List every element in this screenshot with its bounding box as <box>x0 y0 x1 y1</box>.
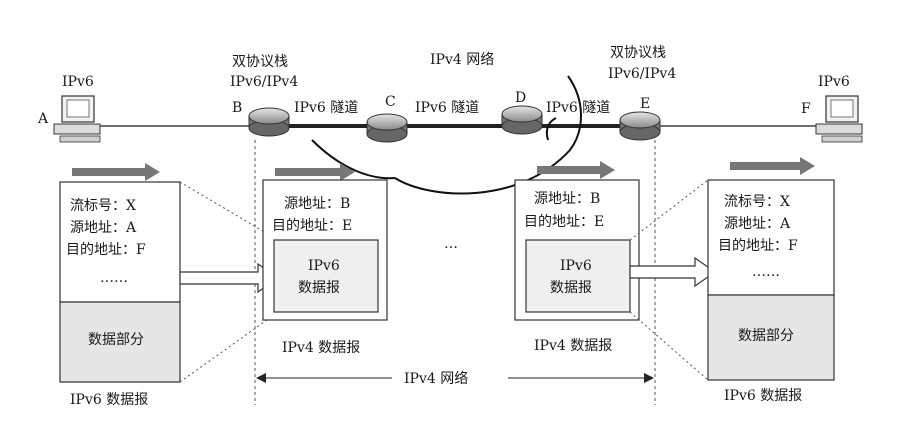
flow-arrow-icon <box>275 163 355 181</box>
router-e: E 双协议栈 IPv6/IPv4 <box>608 45 676 141</box>
router-b-label-line2: IPv6/IPv4 <box>230 74 298 90</box>
ipv4-cloud-outline <box>311 75 582 195</box>
ipv4-packet-1-dst: 目的地址：E <box>272 218 352 234</box>
ipv4-packet-2-caption: IPv4 数据报 <box>534 338 612 354</box>
router-c-letter: C <box>385 94 396 110</box>
ipv4-span-indicator: IPv4 网络 <box>256 371 654 387</box>
right-ipv6-caption: IPv6 数据报 <box>724 388 802 404</box>
middle-ellipsis: … <box>444 236 458 252</box>
left-ipv6-src: 源地址：A <box>70 220 137 236</box>
expansion-lines-left <box>179 181 279 383</box>
host-f-label: IPv6 <box>818 74 850 90</box>
router-d: D <box>501 90 543 135</box>
ipv4-span-label: IPv4 网络 <box>404 371 468 387</box>
host-f: F IPv6 <box>801 74 863 143</box>
router-icon <box>619 111 661 129</box>
left-ipv6-payload: 数据部分 <box>88 332 144 348</box>
right-ipv6-flow: 流标号：X <box>724 194 790 210</box>
host-a-label: IPv6 <box>62 74 94 90</box>
router-icon <box>501 105 543 123</box>
right-ipv6-payload: 数据部分 <box>738 328 794 344</box>
ipv4-packet-1: 源地址：B 目的地址：E IPv6 数据报 IPv4 数据报 <box>262 179 388 356</box>
router-b-label-line1: 双协议栈 <box>232 54 288 70</box>
router-icon <box>366 113 408 131</box>
right-ipv6-ellipsis: …… <box>752 264 780 280</box>
left-ipv6-caption: IPv6 数据报 <box>70 392 148 408</box>
tunnel-label-de: IPv6 隧道 <box>546 100 610 116</box>
host-a-letter: A <box>37 111 49 127</box>
left-ipv6-flow: 流标号：X <box>70 198 136 214</box>
ipv4-packet-2-inner-line1: IPv6 <box>560 258 592 274</box>
flow-arrows <box>72 157 815 181</box>
expansion-lines-right <box>629 179 709 381</box>
host-f-letter: F <box>801 101 811 117</box>
right-ipv6-src: 源地址：A <box>724 216 791 232</box>
flow-arrow-icon <box>72 163 160 181</box>
ipv4-packet-2-src: 源地址：B <box>534 191 600 207</box>
left-ipv6-dst: 目的地址：F <box>66 242 146 258</box>
ipv4-packet-2-inner-line2: 数据报 <box>550 280 592 296</box>
router-e-label-line1: 双协议栈 <box>610 45 666 61</box>
router-b-letter: B <box>232 100 242 116</box>
ipv4-packet-1-inner-line1: IPv6 <box>308 258 340 274</box>
ipv4-cloud-label: IPv4 网络 <box>430 52 494 68</box>
left-ipv6-ellipsis: …… <box>100 270 128 286</box>
host-a: A IPv6 <box>37 74 101 143</box>
left-ipv6-packet: 流标号：X 源地址：A 目的地址：F …… 数据部分 IPv6 数据报 <box>59 181 181 408</box>
flow-arrow-icon <box>537 161 615 179</box>
right-ipv6-packet: 流标号：X 源地址：A 目的地址：F …… 数据部分 IPv6 数据报 <box>707 179 835 404</box>
ipv4-packet-1-src: 源地址：B <box>284 196 350 212</box>
flow-arrow-icon <box>730 157 815 175</box>
router-e-letter: E <box>640 96 650 112</box>
tunnel-label-cd: IPv6 隧道 <box>415 100 479 116</box>
router-e-label-line2: IPv6/IPv4 <box>608 66 676 82</box>
ipv4-packet-1-inner-line2: 数据报 <box>298 280 340 296</box>
ipv4-packet-2: 源地址：B 目的地址：E IPv6 数据报 IPv4 数据报 <box>514 179 640 354</box>
hollow-arrow-icon <box>629 256 717 288</box>
router-b: B 双协议栈 IPv6/IPv4 <box>230 54 298 137</box>
ipv4-packet-1-caption: IPv4 数据报 <box>282 340 360 356</box>
tunnel-label-bc: IPv6 隧道 <box>294 100 358 116</box>
right-ipv6-dst: 目的地址：F <box>718 238 798 254</box>
ipv4-packet-2-dst: 目的地址：E <box>524 214 604 230</box>
router-c: C <box>366 94 408 143</box>
router-d-letter: D <box>515 90 526 106</box>
router-icon <box>248 107 290 125</box>
